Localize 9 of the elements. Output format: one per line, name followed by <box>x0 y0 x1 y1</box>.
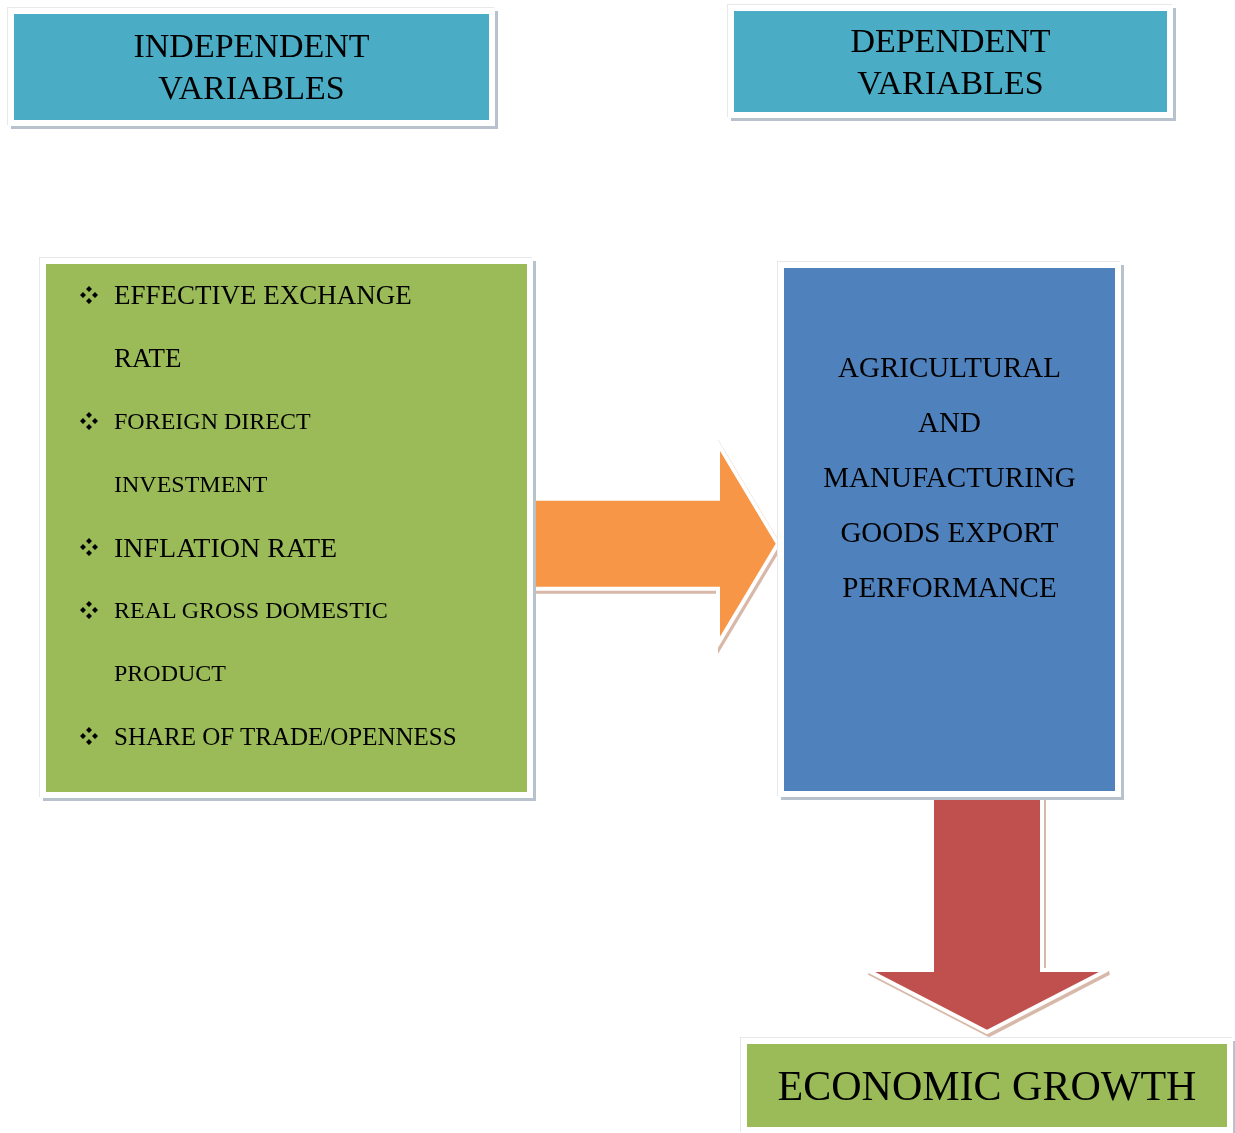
list-item: INFLATION RATE <box>114 531 339 565</box>
box-text: ECONOMIC GROWTH <box>777 1061 1197 1110</box>
header-text: DEPENDENT VARIABLES <box>849 20 1052 103</box>
list-item: FOREIGN DIRECT INVESTMENT <box>114 407 312 499</box>
list-item: EFFECTIVE EXCHANGE RATE <box>114 279 413 375</box>
list-item: REAL GROSS DOMESTIC PRODUCT <box>114 596 389 688</box>
box-text: AGRICULTURAL AND MANUFACTURING GOODS EXPORT PERFORMANCE <box>822 350 1077 605</box>
header-text: INDEPENDENT VARIABLES <box>132 26 371 108</box>
list-item: SHARE OF TRADE/OPENNESS <box>114 722 458 752</box>
